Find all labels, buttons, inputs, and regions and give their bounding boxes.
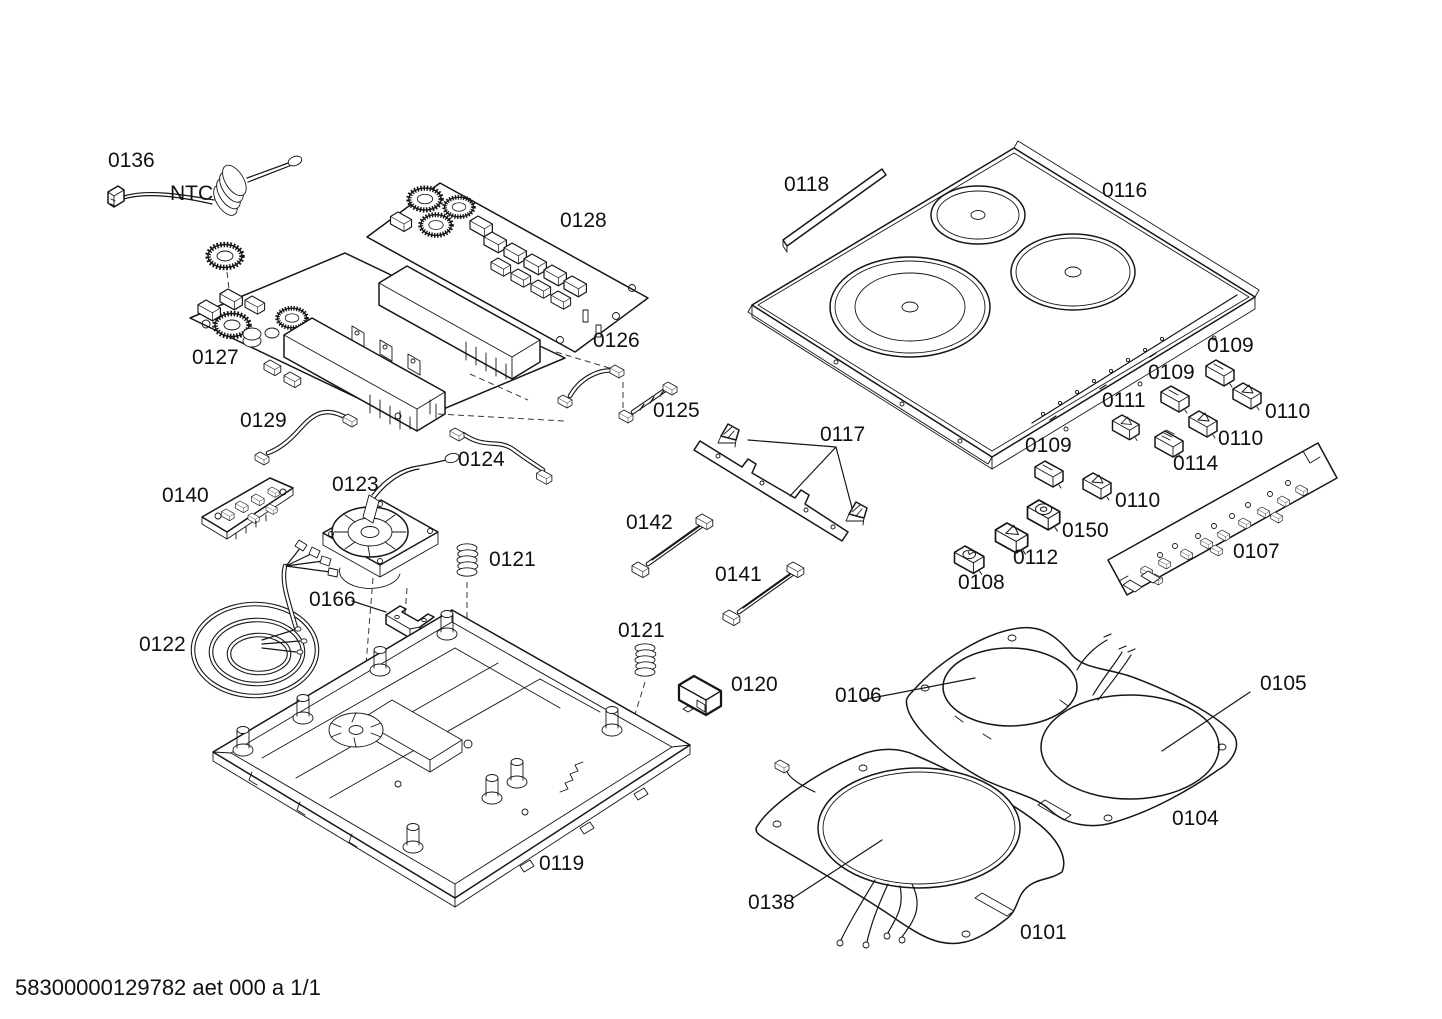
part-0110-key-b bbox=[1189, 411, 1217, 438]
part-0127-power-board bbox=[189, 252, 566, 432]
part-0119-base-tray bbox=[212, 609, 691, 908]
part-0110-key-c bbox=[1083, 473, 1111, 500]
assembly-dashed-lines bbox=[437, 351, 624, 422]
part-label-0111: 0111 bbox=[1102, 389, 1146, 412]
part-label-0106: 0106 bbox=[835, 684, 882, 707]
part-label-0166: 0166 bbox=[309, 588, 356, 611]
part-label-0136: 0136 bbox=[108, 149, 155, 172]
part-label-0121-a: 0121 bbox=[489, 548, 536, 571]
part-0111-key bbox=[1113, 415, 1140, 441]
part-label-0122: 0122 bbox=[139, 633, 186, 656]
coil-0106 bbox=[942, 647, 1078, 727]
part-label-0107: 0107 bbox=[1233, 540, 1280, 563]
part-0166-bracket bbox=[351, 600, 435, 639]
inductor-toroid-loose bbox=[208, 245, 242, 307]
part-label-0109-a: 0109 bbox=[1207, 334, 1254, 357]
part-0128-power-board bbox=[366, 182, 649, 380]
part-label-0127: 0127 bbox=[192, 346, 239, 369]
part-labels: 0136 NTC 0128 0127 0126 0125 0129 0124 0… bbox=[108, 149, 1310, 944]
part-0121-spring-b bbox=[631, 643, 657, 725]
part-label-0104: 0104 bbox=[1172, 807, 1219, 830]
cable-0126 bbox=[557, 364, 625, 409]
part-label-0120: 0120 bbox=[731, 673, 778, 696]
part-0140-board bbox=[201, 477, 294, 540]
part-label-0108: 0108 bbox=[958, 571, 1005, 594]
part-0107-control-board bbox=[1107, 442, 1338, 596]
part-label-0118: 0118 bbox=[784, 173, 829, 196]
part-label-0128: 0128 bbox=[560, 209, 607, 232]
part-label-0150: 0150 bbox=[1062, 519, 1109, 542]
part-label-0138: 0138 bbox=[748, 891, 795, 914]
cable-0141 bbox=[722, 561, 805, 627]
part-label-0126: 0126 bbox=[593, 329, 640, 352]
part-label-0124: 0124 bbox=[458, 448, 505, 471]
coil-0105 bbox=[1040, 694, 1220, 800]
part-label-0110-a: 0110 bbox=[1265, 400, 1310, 423]
part-label-0119: 0119 bbox=[539, 852, 584, 875]
part-0116-glass-cooktop bbox=[747, 140, 1260, 470]
part-label-0109-c: 0109 bbox=[1025, 434, 1072, 457]
part-label-0142: 0142 bbox=[626, 511, 673, 534]
cable-0129 bbox=[254, 409, 358, 466]
document-number: 58300000129782 aet 000 a 1/1 bbox=[15, 975, 321, 1000]
part-label-0140: 0140 bbox=[162, 484, 209, 507]
part-label-0141: 0141 bbox=[715, 563, 762, 586]
part-0101-coil-carrier bbox=[755, 748, 1065, 949]
part-label-0110-b: 0110 bbox=[1218, 427, 1263, 450]
cable-0125 bbox=[618, 381, 678, 424]
cable-0124 bbox=[449, 427, 553, 485]
part-0118-trim-strip bbox=[782, 168, 887, 253]
part-label-0121-b: 0121 bbox=[618, 619, 665, 642]
part-0109-key-c bbox=[1035, 461, 1063, 488]
coil-0138 bbox=[817, 767, 1021, 889]
part-label-ntc: NTC bbox=[170, 182, 213, 205]
part-label-0101: 0101 bbox=[1020, 921, 1067, 944]
part-label-0105: 0105 bbox=[1260, 672, 1307, 695]
part-0117-bracket bbox=[693, 423, 868, 542]
part-label-0114: 0114 bbox=[1173, 452, 1218, 475]
part-0136-ntc-sensor bbox=[107, 155, 303, 216]
part-label-0110-c: 0110 bbox=[1115, 489, 1160, 512]
part-label-0129: 0129 bbox=[240, 409, 287, 432]
part-label-0112: 0112 bbox=[1013, 546, 1058, 569]
part-0123-fan bbox=[322, 452, 460, 715]
part-0120-connector bbox=[677, 674, 723, 717]
part-0110-key-a bbox=[1233, 383, 1261, 410]
part-label-0117: 0117 bbox=[820, 423, 865, 446]
part-0122-power-cord bbox=[190, 539, 339, 699]
part-0150-key bbox=[1028, 500, 1060, 531]
part-label-0125: 0125 bbox=[653, 399, 700, 422]
part-0104-coil-carrier bbox=[861, 626, 1251, 827]
part-label-0123: 0123 bbox=[332, 473, 379, 496]
part-label-0116: 0116 bbox=[1102, 179, 1147, 202]
cable-0142 bbox=[631, 513, 714, 579]
part-label-0109-b: 0109 bbox=[1148, 361, 1195, 384]
part-0109-key-a bbox=[1206, 360, 1234, 387]
part-0109-key-b bbox=[1161, 386, 1189, 413]
